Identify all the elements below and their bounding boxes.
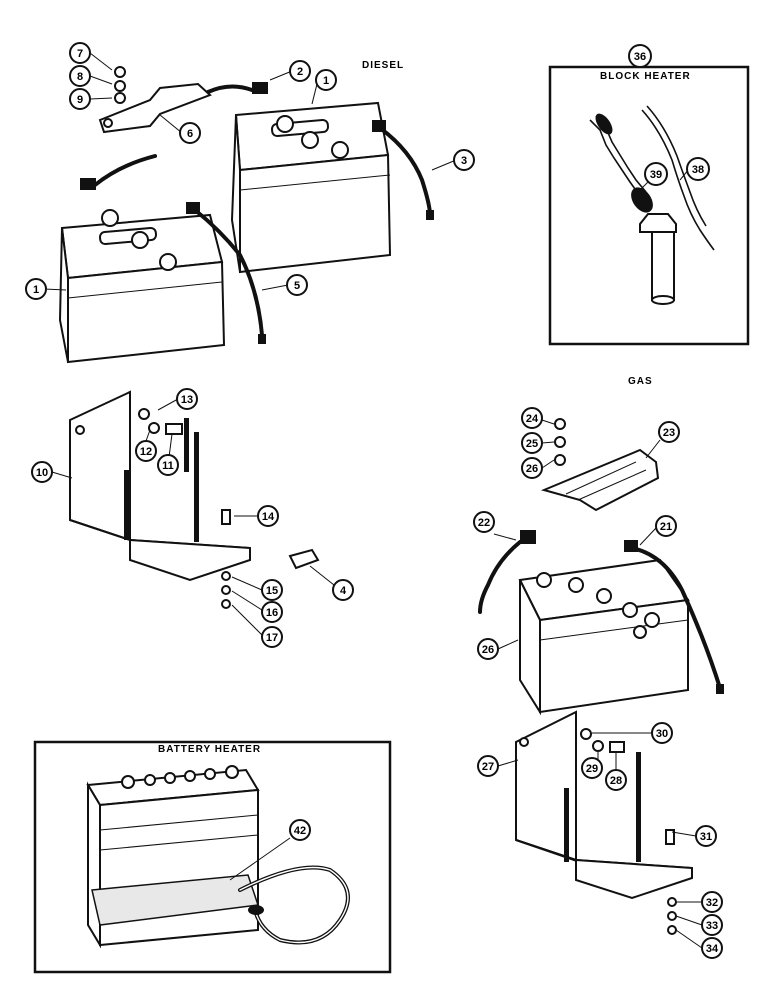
gas-hold-down-bracket <box>540 418 660 512</box>
svg-text:1: 1 <box>33 284 39 296</box>
svg-text:25: 25 <box>526 438 538 450</box>
svg-text:23: 23 <box>663 427 675 439</box>
svg-text:14: 14 <box>262 511 275 523</box>
gas-battery <box>518 558 690 716</box>
callout-38: 38 <box>686 157 710 181</box>
gas-battery-tray <box>515 710 693 935</box>
svg-text:4: 4 <box>340 585 347 597</box>
callout-28: 28 <box>605 769 627 791</box>
diesel-hold-down-bracket <box>98 66 212 134</box>
block-heater-panel <box>548 65 750 346</box>
diesel-cables <box>80 82 434 344</box>
callout-3: 3 <box>453 149 475 171</box>
svg-text:5: 5 <box>294 280 300 292</box>
gas-cables <box>478 530 724 694</box>
svg-text:32: 32 <box>706 897 718 909</box>
callout-8: 8 <box>69 65 91 87</box>
svg-text:9: 9 <box>77 94 83 106</box>
svg-text:1: 1 <box>323 75 329 87</box>
callout-6: 6 <box>179 122 201 144</box>
callout-12: 12 <box>135 440 157 462</box>
battery-heater-illustration <box>86 765 350 949</box>
callout-11: 11 <box>157 454 179 476</box>
svg-text:13: 13 <box>181 394 193 406</box>
svg-text:22: 22 <box>478 517 490 529</box>
callout-30: 30 <box>651 722 673 744</box>
diesel-battery-tray <box>69 390 320 609</box>
callout-1-diesel-front: 1 <box>25 278 47 300</box>
svg-text:26: 26 <box>482 644 494 656</box>
callout-10: 10 <box>31 461 53 483</box>
callout-22: 22 <box>473 511 495 533</box>
callout-36: 36 <box>628 44 652 68</box>
callout-32: 32 <box>701 891 723 913</box>
callout-33: 33 <box>701 914 723 936</box>
svg-text:33: 33 <box>706 920 718 932</box>
callout-25: 25 <box>521 432 543 454</box>
svg-text:6: 6 <box>187 128 193 140</box>
svg-text:2: 2 <box>297 66 303 78</box>
svg-text:7: 7 <box>77 48 83 60</box>
svg-text:29: 29 <box>586 763 598 775</box>
svg-text:27: 27 <box>482 761 494 773</box>
battery-heater-panel <box>33 740 392 974</box>
callout-4: 4 <box>332 579 354 601</box>
svg-text:3: 3 <box>461 155 467 167</box>
svg-text:11: 11 <box>162 460 174 472</box>
callout-26-gas-washer: 26 <box>521 457 543 479</box>
callout-42: 42 <box>289 819 311 841</box>
svg-text:16: 16 <box>266 607 278 619</box>
svg-text:17: 17 <box>266 632 278 644</box>
callout-29: 29 <box>581 757 603 779</box>
callout-14: 14 <box>257 505 279 527</box>
title-battery-heater: BATTERY HEATER <box>158 744 261 755</box>
callout-24: 24 <box>521 407 543 429</box>
callout-15: 15 <box>261 579 283 601</box>
callout-39: 39 <box>644 162 668 186</box>
svg-text:15: 15 <box>266 585 278 597</box>
callout-5: 5 <box>286 274 308 296</box>
svg-text:12: 12 <box>140 446 152 458</box>
callout-1-diesel-rear: 1 <box>315 69 337 91</box>
svg-text:24: 24 <box>526 413 539 425</box>
diesel-battery-rear <box>230 101 392 274</box>
callout-16: 16 <box>261 601 283 623</box>
svg-text:42: 42 <box>294 825 306 837</box>
block-heater-illustration <box>589 105 715 305</box>
diesel-battery-front <box>58 209 226 364</box>
svg-text:10: 10 <box>36 467 48 479</box>
svg-text:26: 26 <box>526 463 538 475</box>
callout-2: 2 <box>289 60 311 82</box>
callout-34: 34 <box>701 937 723 959</box>
callout-13: 13 <box>176 388 198 410</box>
svg-text:21: 21 <box>660 521 672 533</box>
callout-7: 7 <box>69 42 91 64</box>
callout-26-gas-battery: 26 <box>477 638 499 660</box>
svg-text:30: 30 <box>656 728 668 740</box>
title-block-heater: BLOCK HEATER <box>600 71 691 82</box>
svg-text:34: 34 <box>706 943 719 955</box>
callout-31: 31 <box>695 825 717 847</box>
title-diesel: DIESEL <box>362 60 404 71</box>
svg-text:28: 28 <box>610 775 622 787</box>
svg-text:8: 8 <box>77 71 83 83</box>
callout-23: 23 <box>658 421 680 443</box>
svg-text:39: 39 <box>650 169 662 181</box>
svg-text:38: 38 <box>692 164 704 176</box>
callout-21: 21 <box>655 515 677 537</box>
svg-text:36: 36 <box>634 51 646 63</box>
callout-17: 17 <box>261 626 283 648</box>
callout-27: 27 <box>477 755 499 777</box>
title-gas: GAS <box>628 376 653 387</box>
svg-text:31: 31 <box>700 831 712 843</box>
callout-9: 9 <box>69 88 91 110</box>
